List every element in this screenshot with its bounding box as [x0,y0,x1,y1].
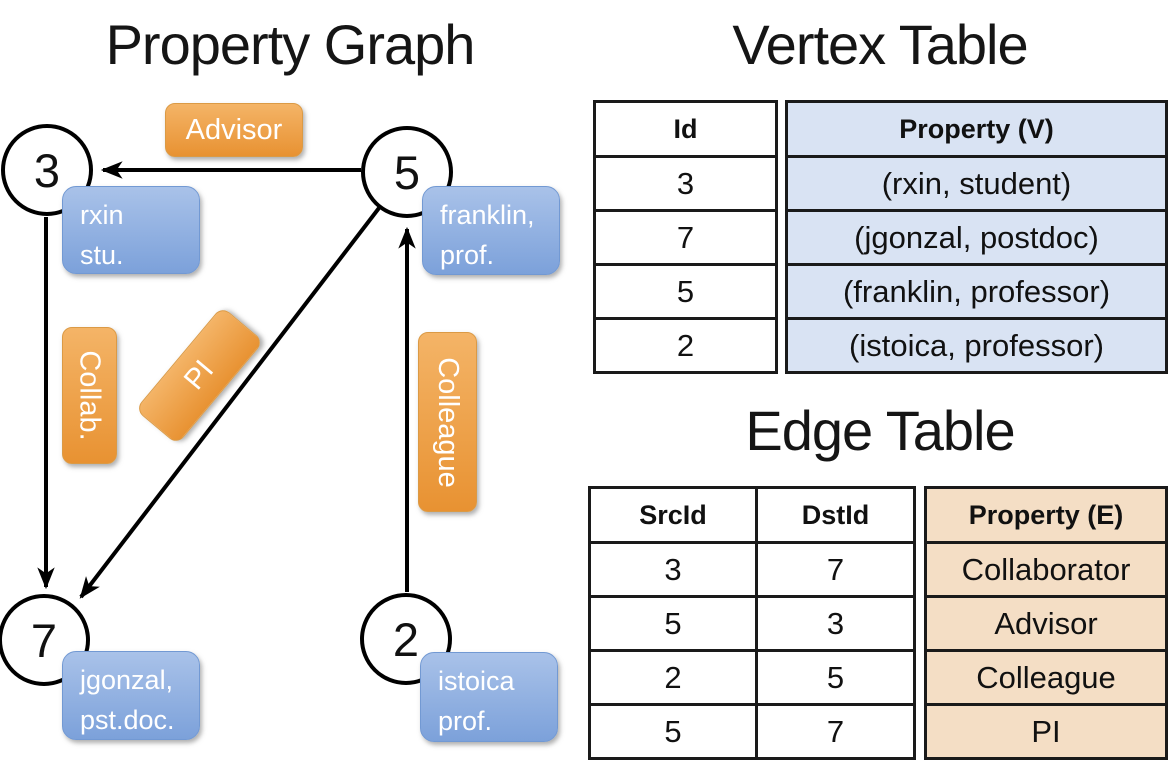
edge-label-text: Colleague [432,356,465,488]
vertex-property-line: rxin [80,200,124,230]
vertex-property-line: istoica [438,666,515,696]
edge-property-cell: Collaborator [924,541,1168,598]
vertex-id-cell: 5 [593,263,778,320]
vertex-table-title: Vertex Table [732,13,1028,76]
edge-property-cell: Colleague [924,649,1168,706]
table-row: 3 7 [588,541,916,598]
vertex-property-line: prof. [438,706,493,736]
table-row: (rxin, student) [785,155,1168,212]
edge-srcid-cell: 5 [588,703,758,760]
vertex-property-box-5: franklin, prof. [422,186,560,275]
table-row: (jgonzal, postdoc) [785,209,1168,266]
edge-label-advisor: Advisor [165,103,303,157]
table-row: 7 [593,209,778,266]
vertex-id-cell: 3 [593,155,778,212]
node-id: 3 [33,143,61,197]
vertex-id-cell: 7 [593,209,778,266]
table-row: Colleague [924,649,1168,706]
vertex-property-line: prof. [440,240,495,270]
table-row: 5 [593,263,778,320]
edge-dstid-cell: 7 [755,703,916,760]
vertex-property-line: franklin, [440,200,535,230]
node-id: 2 [392,612,420,666]
table-row: 2 5 [588,649,916,706]
vertex-property-line: jgonzal, [80,665,174,695]
edge-dstid-cell: 5 [755,649,916,706]
edge-label-text: Advisor [185,113,283,146]
table-row: (istoica, professor) [785,317,1168,374]
vertex-table-header-property: Property (V) [785,100,1168,158]
vertex-table-property-column: Property (V) (rxin, student) (jgonzal, p… [785,100,1168,374]
edge-dstid-cell: 7 [755,541,916,598]
edge-label-colleague: Colleague [418,332,477,512]
table-row: Collaborator [924,541,1168,598]
graph-edges-svg [37,161,416,599]
edge-label-collab: Collab. [62,327,117,464]
vertex-property-line: pst.doc. [80,705,175,735]
vertex-property-cell: (rxin, student) [785,155,1168,212]
table-row: (franklin, professor) [785,263,1168,320]
node-id: 5 [393,145,421,199]
vertex-property-box-7: jgonzal, pst.doc. [62,651,200,740]
table-header-row: Id [593,100,778,158]
graph-node-5: 5 [361,126,453,218]
edge-label-text: Collab. [74,350,106,441]
edge-table-property-column: Property (E) Collaborator Advisor Collea… [924,486,1168,760]
table-header-row: SrcId DstId [588,486,916,544]
edge-table-header-srcid: SrcId [588,486,758,544]
table-row: 2 [593,317,778,374]
table-header-row: Property (E) [924,486,1168,544]
edge-label-text: PI [178,354,221,396]
edge-srcid-cell: 5 [588,595,758,652]
table-header-row: Property (V) [785,100,1168,158]
table-row: PI [924,703,1168,760]
edge-srcid-cell: 3 [588,541,758,598]
table-row: 5 3 [588,595,916,652]
edge-property-cell: PI [924,703,1168,760]
edge-table-id-columns: SrcId DstId 3 7 5 3 2 5 5 7 [588,486,916,760]
edge-table-header-dstid: DstId [755,486,916,544]
vertex-property-cell: (istoica, professor) [785,317,1168,374]
vertex-property-cell: (franklin, professor) [785,263,1168,320]
edge-line-pi-5-to-7 [79,206,381,599]
vertex-property-box-3: rxin stu. [62,186,200,274]
vertex-property-line: stu. [80,240,124,270]
vertex-table-header-id: Id [593,100,778,158]
table-row: Advisor [924,595,1168,652]
edge-property-cell: Advisor [924,595,1168,652]
vertex-id-cell: 2 [593,317,778,374]
node-id: 7 [30,613,58,667]
property-graph-title: Property Graph [105,13,476,76]
vertex-table-id-column: Id 3 7 5 2 [593,100,778,374]
vertex-property-cell: (jgonzal, postdoc) [785,209,1168,266]
table-row: 3 [593,155,778,212]
table-row: 5 7 [588,703,916,760]
vertex-property-box-2: istoica prof. [420,652,558,742]
graph-node-2: 2 [360,593,452,685]
edge-table-title: Edge Table [745,399,1015,462]
edge-table-header-property: Property (E) [924,486,1168,544]
edge-dstid-cell: 3 [755,595,916,652]
edge-srcid-cell: 2 [588,649,758,706]
